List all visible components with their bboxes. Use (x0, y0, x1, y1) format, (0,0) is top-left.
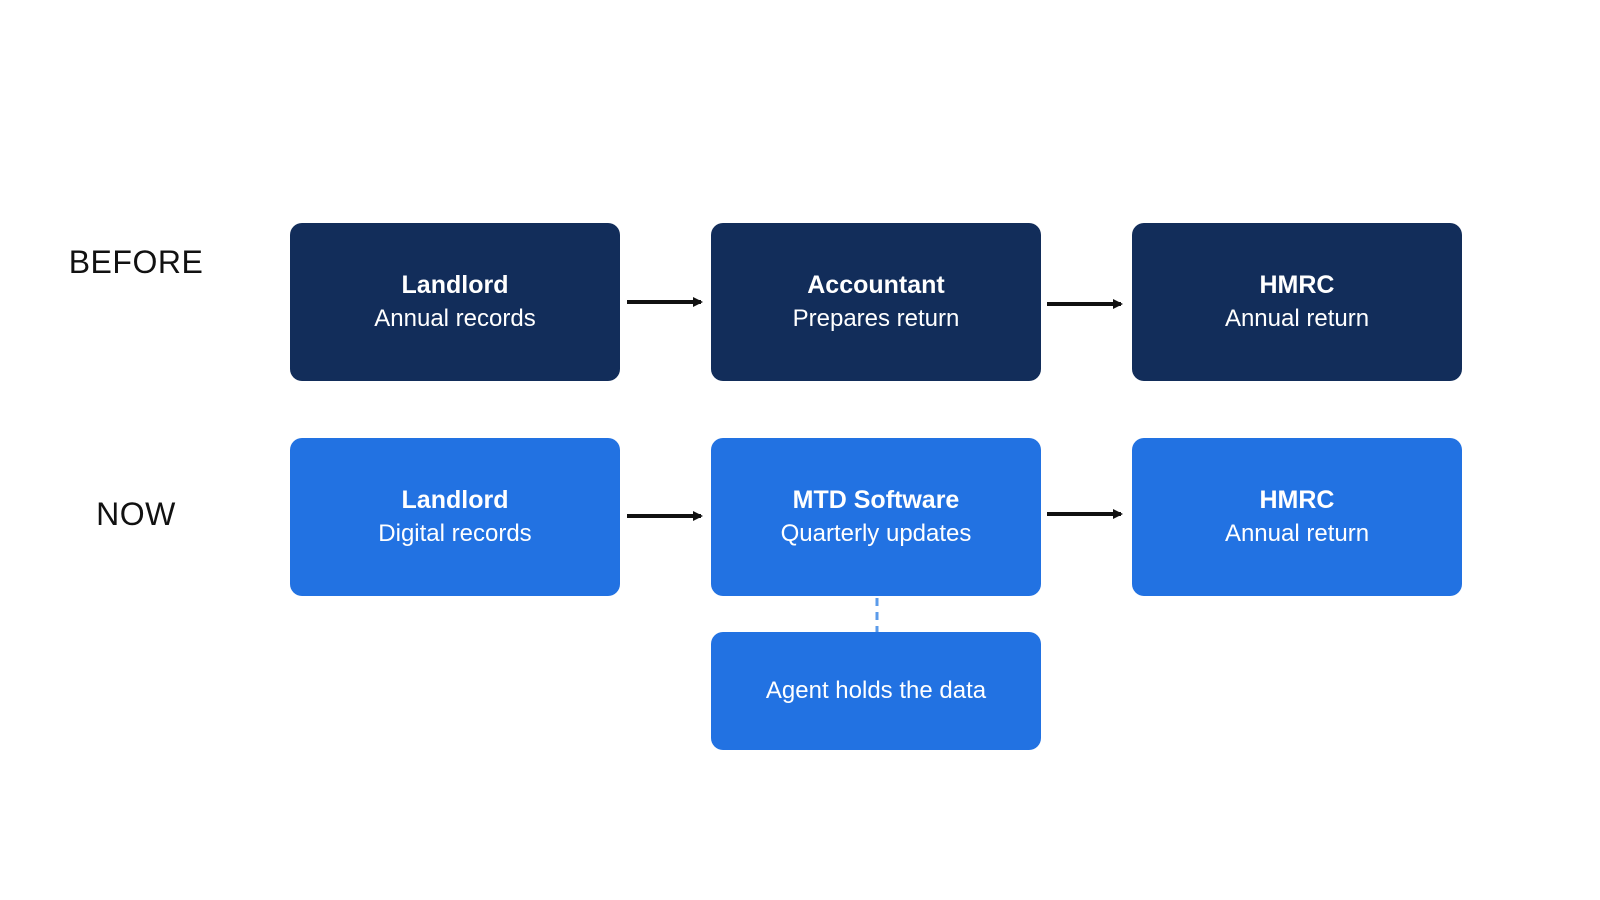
agent-box: Agent holds the data (711, 632, 1041, 750)
box-title: Landlord (401, 271, 509, 299)
box-subtitle: Annual return (1224, 305, 1370, 332)
before-accountant-box: Accountant Prepares return (711, 223, 1041, 381)
now-landlord-box: Landlord Digital records (290, 438, 620, 596)
box-title: HMRC (1259, 486, 1335, 514)
box-subtitle: Digital records (378, 520, 532, 547)
box-title: MTD Software (792, 486, 960, 514)
box-title: Accountant (807, 271, 945, 299)
now-hmrc-box: HMRC Annual return (1132, 438, 1462, 596)
box-subtitle: Annual return (1224, 520, 1370, 547)
box-title: Landlord (401, 486, 509, 514)
box-title: HMRC (1259, 271, 1335, 299)
before-row-label: BEFORE (68, 244, 204, 280)
box-subtitle: Annual records (374, 305, 536, 332)
before-hmrc-box: HMRC Annual return (1132, 223, 1462, 381)
now-mtd-software-box: MTD Software Quarterly updates (711, 438, 1041, 596)
box-subtitle: Prepares return (792, 305, 960, 332)
now-row-label: NOW (96, 496, 176, 532)
agent-box-text: Agent holds the data (765, 677, 987, 704)
box-subtitle: Quarterly updates (780, 520, 972, 547)
before-landlord-box: Landlord Annual records (290, 223, 620, 381)
